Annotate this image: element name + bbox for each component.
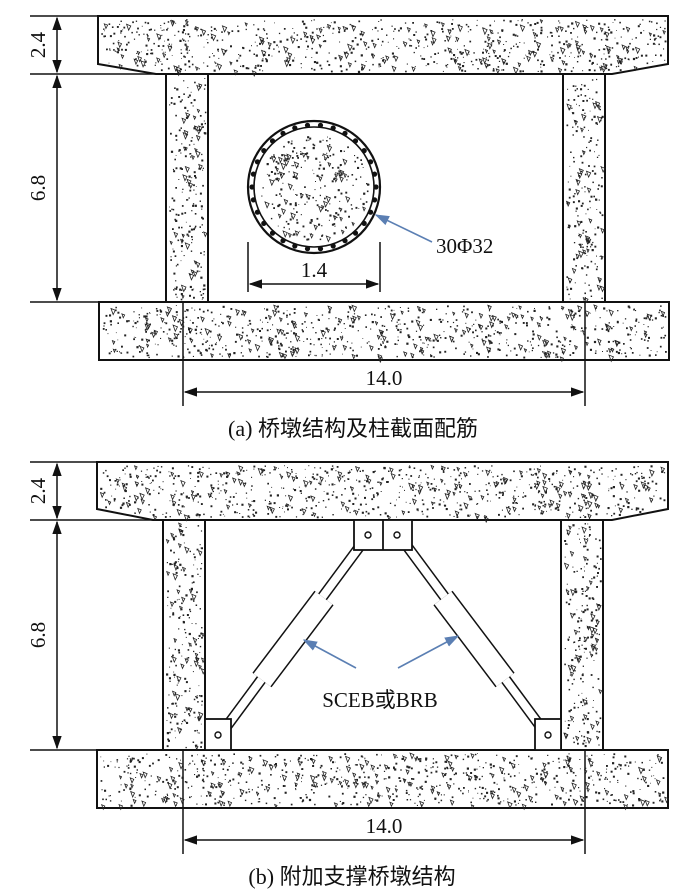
column-section xyxy=(246,119,382,255)
brace-label: SCEB或BRB xyxy=(322,688,438,712)
caption-b: (b) 附加支撑桥墩结构 xyxy=(248,864,455,889)
right-column-b xyxy=(560,519,604,751)
left-column-a xyxy=(165,73,209,303)
right-brace xyxy=(396,534,548,734)
foundation-b xyxy=(96,749,669,809)
caption-a: (a) 桥墩结构及柱截面配筋 xyxy=(228,416,478,441)
brace-leader-left xyxy=(302,639,357,669)
brace-leader-right xyxy=(397,635,460,669)
dim-span-b: 14.0 xyxy=(366,814,403,838)
left-brace xyxy=(219,534,371,734)
cap-beam-b xyxy=(96,461,669,521)
concrete-speckle-texture xyxy=(99,19,669,811)
left-base-plate xyxy=(204,718,232,751)
panel-a: 2.4 6.8 1.4 14.0 30Φ32 (a) 桥墩结构及柱截面配筋 xyxy=(26,15,670,441)
dim-cap-height-a: 2.4 xyxy=(26,31,50,58)
dim-column-height-a: 6.8 xyxy=(26,175,50,201)
dim-column-height-b: 6.8 xyxy=(26,622,50,648)
dim-section-diameter: 1.4 xyxy=(301,258,328,282)
dim-span-a: 14.0 xyxy=(366,366,403,390)
panel-b: 2.4 6.8 14.0 SCEB或BRB (b) 附加支撑桥墩结构 xyxy=(26,461,669,889)
rebar-label: 30Φ32 xyxy=(436,234,493,258)
rebar-leader-arrow xyxy=(374,214,433,243)
top-gusset-plate xyxy=(353,519,413,551)
rebar-ring xyxy=(249,122,379,252)
foundation-a xyxy=(98,301,670,361)
right-base-plate xyxy=(534,718,562,751)
cap-beam-a xyxy=(97,15,669,75)
dim-cap-height-b: 2.4 xyxy=(26,477,50,504)
left-column-b xyxy=(162,519,206,751)
